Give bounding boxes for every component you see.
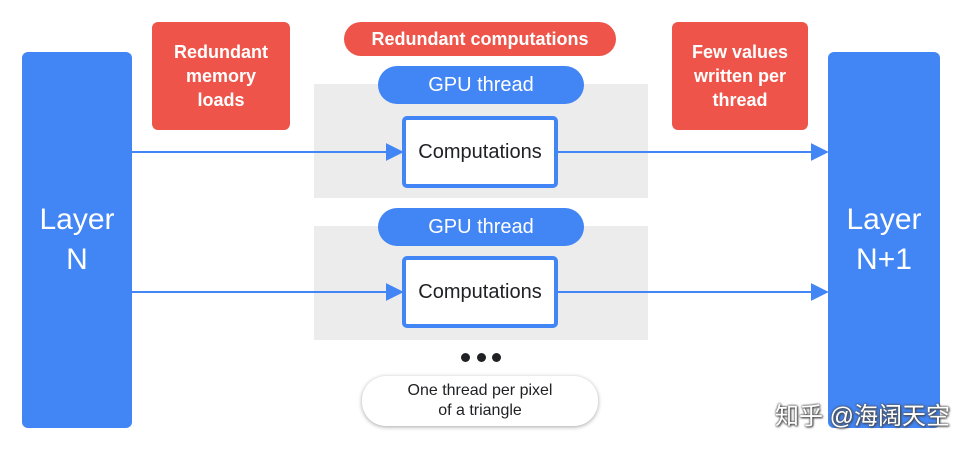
layer-n-block: Layer N bbox=[22, 52, 132, 428]
zhihu-watermark: 知乎 @海阔天空 bbox=[774, 403, 950, 430]
computations-box-2: Computations bbox=[402, 256, 558, 328]
ellipsis-dot bbox=[476, 353, 486, 362]
redundant-memory-loads-callout: Redundant memory loads bbox=[152, 22, 290, 130]
few-values-written-callout: Few values written per thread bbox=[672, 22, 808, 130]
computations-box-1: Computations bbox=[402, 116, 558, 188]
ellipsis-dots bbox=[461, 353, 501, 363]
gpu-thread-label-2: GPU thread bbox=[378, 208, 584, 246]
redundant-computations-callout: Redundant computations bbox=[344, 22, 616, 56]
one-thread-per-pixel-note: One thread per pixel of a triangle bbox=[362, 376, 598, 426]
ellipsis-dot bbox=[492, 353, 501, 362]
gpu-thread-label-1: GPU thread bbox=[378, 66, 584, 104]
layer-n-plus-1-block: Layer N+1 bbox=[828, 52, 940, 428]
ellipsis-dot bbox=[461, 353, 470, 362]
